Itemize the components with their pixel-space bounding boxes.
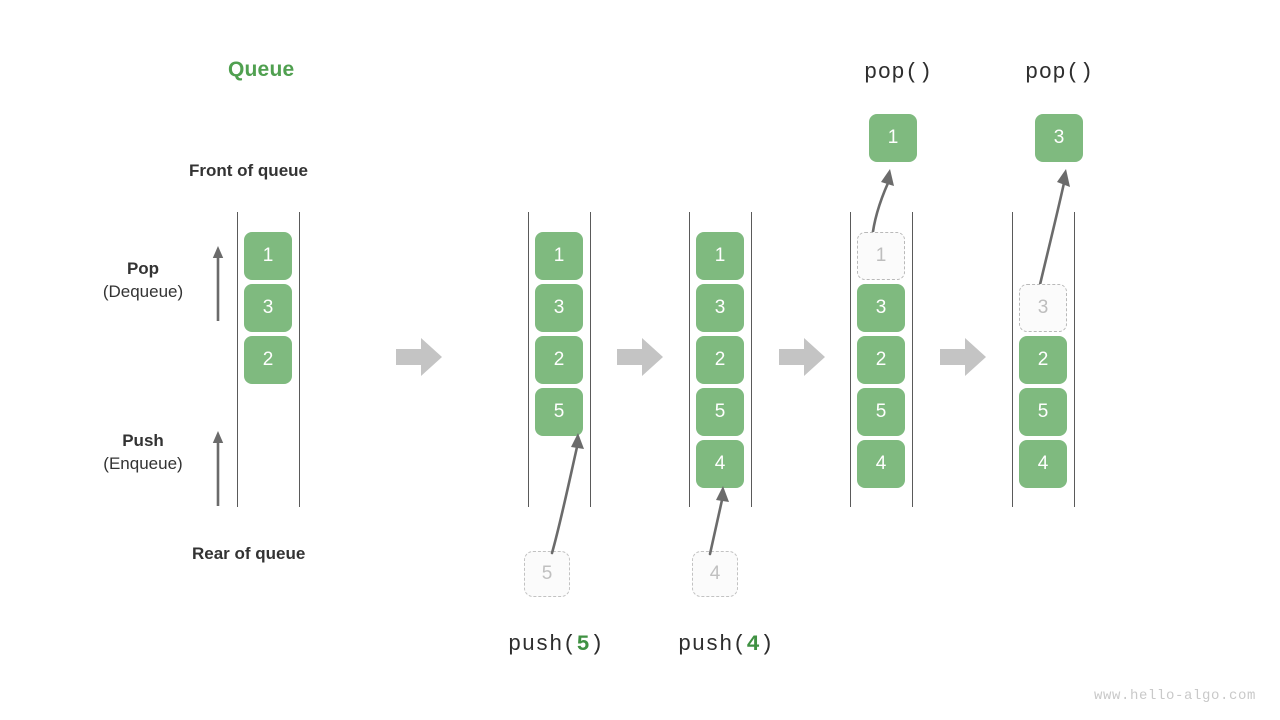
page-title: Queue	[228, 58, 295, 81]
queue-cell: 2	[244, 336, 292, 384]
caption-prefix: push(	[678, 632, 747, 657]
queue-cell: 2	[535, 336, 583, 384]
pop-caption-2: pop()	[1025, 60, 1094, 85]
queue-cell: 5	[1019, 388, 1067, 436]
popped-element: 1	[869, 114, 917, 162]
caption-suffix: )	[760, 632, 774, 657]
queue-rail-left	[237, 212, 238, 507]
queue-rail-right	[299, 212, 300, 507]
queue-cell-removed: 3	[1019, 284, 1067, 332]
queue-rail-left	[528, 212, 529, 507]
queue-rail-left	[850, 212, 851, 507]
pop-operation-label: Pop (Dequeue)	[82, 258, 204, 304]
queue-cell: 5	[857, 388, 905, 436]
rear-of-queue-label: Rear of queue	[192, 544, 306, 563]
queue-cell: 4	[857, 440, 905, 488]
queue-cell: 5	[696, 388, 744, 436]
transition-arrow-icon	[396, 338, 442, 376]
queue-rail-right	[590, 212, 591, 507]
caption-prefix: push(	[508, 632, 577, 657]
queue-rail-right	[751, 212, 752, 507]
queue-cell: 1	[535, 232, 583, 280]
pop-direction-arrow-icon	[212, 246, 224, 321]
queue-cell: 2	[696, 336, 744, 384]
caption-prefix: pop(	[864, 60, 919, 85]
transition-arrow-icon	[779, 338, 825, 376]
pop-arrow-icon	[870, 169, 894, 241]
queue-cell: 5	[535, 388, 583, 436]
push-arrow-icon	[550, 433, 584, 555]
push-input-box: 4	[692, 551, 738, 597]
caption-prefix: pop(	[1025, 60, 1080, 85]
queue-rail-right	[912, 212, 913, 507]
caption-arg: 5	[576, 632, 591, 657]
queue-cell: 3	[696, 284, 744, 332]
queue-cell: 4	[696, 440, 744, 488]
queue-cell-removed: 1	[857, 232, 905, 280]
queue-cell: 2	[1019, 336, 1067, 384]
pop-caption-1: pop()	[864, 60, 933, 85]
caption-suffix: )	[1079, 60, 1094, 85]
queue-cell: 1	[244, 232, 292, 280]
caption-suffix: )	[918, 60, 933, 85]
queue-cell: 3	[244, 284, 292, 332]
queue-cell: 3	[857, 284, 905, 332]
queue-cell: 2	[857, 336, 905, 384]
push-label-main: Push	[122, 431, 164, 450]
queue-cell: 4	[1019, 440, 1067, 488]
push-4-caption: push(4)	[678, 632, 774, 657]
push-input-box: 5	[524, 551, 570, 597]
queue-cell: 1	[696, 232, 744, 280]
transition-arrow-icon	[617, 338, 663, 376]
push-arrow-icon	[708, 486, 729, 556]
push-direction-arrow-icon	[212, 431, 224, 506]
queue-cell: 3	[535, 284, 583, 332]
pop-label-main: Pop	[126, 259, 160, 278]
queue-rail-right	[1074, 212, 1075, 507]
caption-suffix: )	[590, 632, 604, 657]
popped-element: 3	[1035, 114, 1083, 162]
queue-rail-left	[689, 212, 690, 507]
pop-label-sub: (Dequeue)	[102, 282, 184, 301]
push-5-caption: push(5)	[508, 632, 604, 657]
queue-rail-left	[1012, 212, 1013, 507]
caption-arg: 4	[746, 632, 761, 657]
push-operation-label: Push (Enqueue)	[82, 430, 204, 476]
pop-arrow-icon	[1036, 169, 1070, 295]
push-label-sub: (Enqueue)	[103, 454, 183, 473]
transition-arrow-icon	[940, 338, 986, 376]
watermark: www.hello-algo.com	[1093, 688, 1256, 704]
front-of-queue-label: Front of queue	[189, 161, 308, 180]
